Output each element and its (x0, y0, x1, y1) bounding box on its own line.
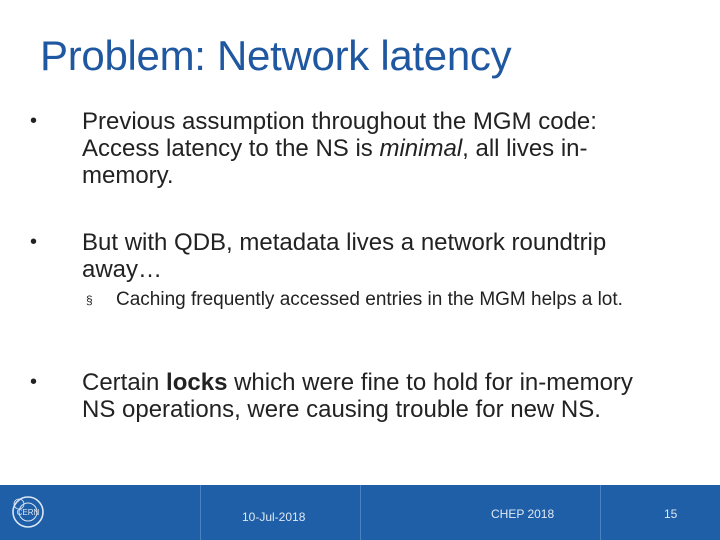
emphasis-locks: locks (166, 369, 228, 396)
emphasis-minimal: minimal (379, 135, 463, 162)
sub-bullet-marker: § (86, 293, 93, 307)
bullet-text: Previous assumption throughout the MGM c… (82, 108, 597, 189)
svg-text:CERN: CERN (17, 508, 40, 517)
footer-divider (360, 485, 361, 540)
bullet-text: But with QDB, metadata lives a network r… (82, 229, 607, 283)
cern-logo-icon: CERN (12, 496, 44, 528)
bullet-marker: • (30, 231, 38, 253)
slide-footer: CERN 10-Jul-2018 CHEP 2018 15 (0, 485, 720, 540)
bullet-text: Certain locks which were fine to hold fo… (82, 369, 633, 423)
footer-date: 10-Jul-2018 (242, 510, 306, 524)
footer-divider (200, 485, 201, 540)
page-number: 15 (664, 507, 678, 521)
footer-divider (600, 485, 601, 540)
bullet-marker: • (30, 110, 38, 132)
sub-bullet-text: Caching frequently accessed entries in t… (116, 289, 623, 310)
bullet-marker: • (30, 371, 38, 393)
footer-event: CHEP 2018 (491, 507, 555, 521)
slide-title: Problem: Network latency (40, 32, 512, 79)
